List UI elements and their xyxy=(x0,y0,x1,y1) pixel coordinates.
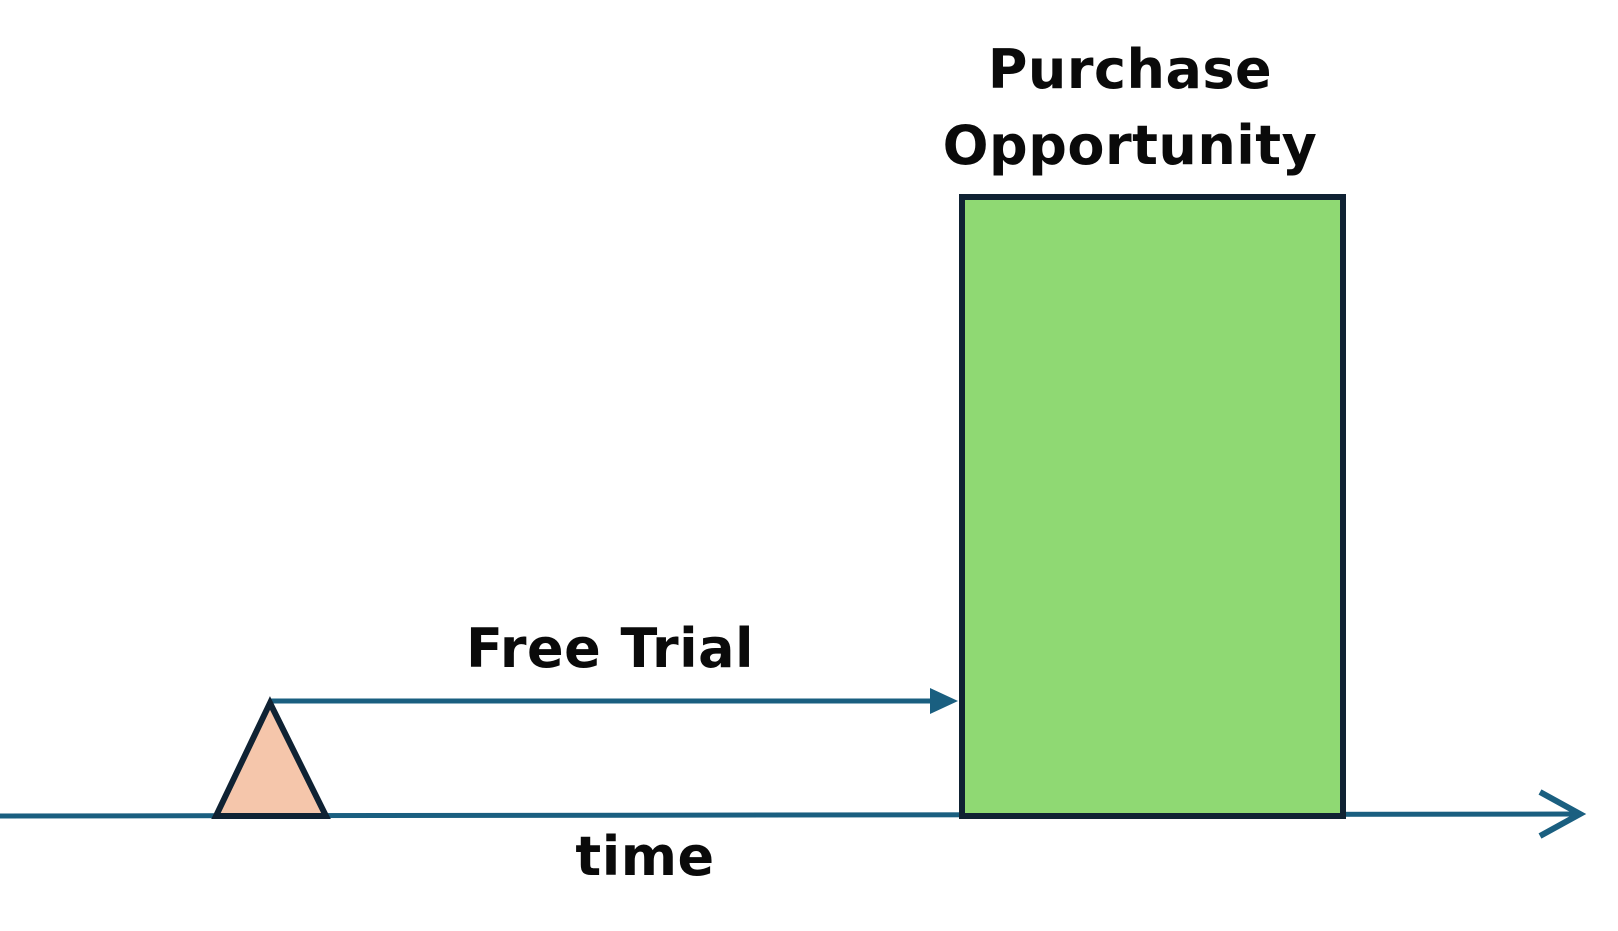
purchase-opportunity-box xyxy=(959,194,1346,819)
free-trial-arrowhead xyxy=(930,688,958,714)
time-axis-label: time xyxy=(575,825,715,888)
purchase-title-line2: Opportunity xyxy=(942,114,1318,177)
free-trial-label: Free Trial xyxy=(465,617,755,680)
time-axis-arrowhead xyxy=(1538,789,1587,839)
purchase-title-line1: Purchase xyxy=(987,38,1273,101)
trial-start-triangle xyxy=(211,696,331,819)
purchase-opportunity-title: Purchase Opportunity xyxy=(900,32,1360,184)
